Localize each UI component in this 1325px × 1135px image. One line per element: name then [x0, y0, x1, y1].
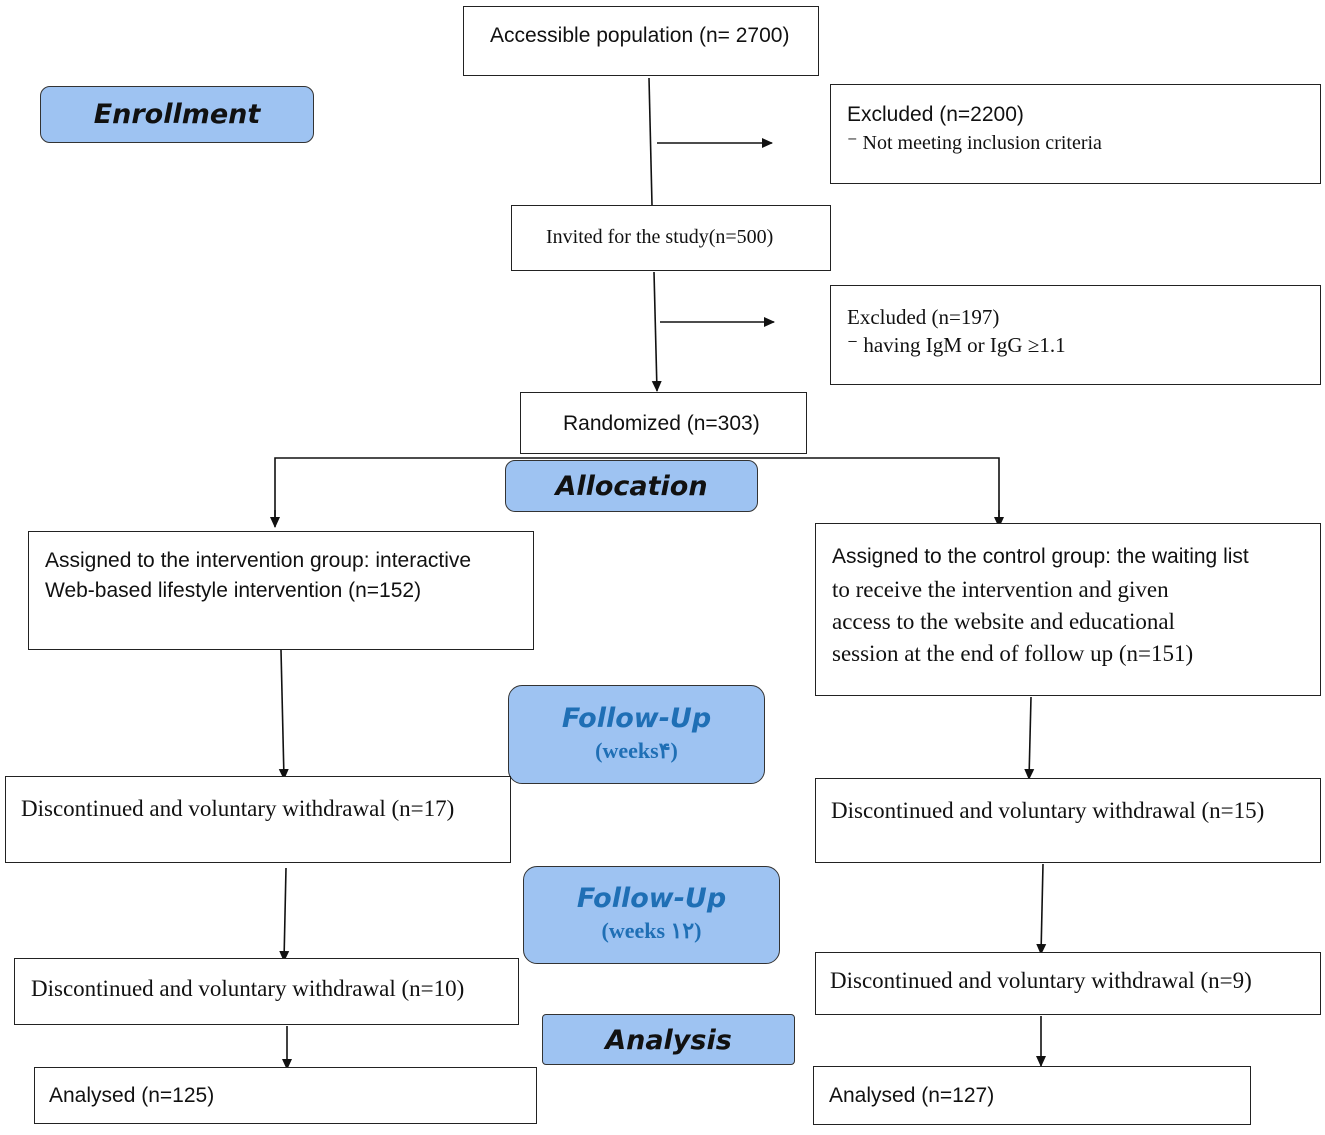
box-intervention-line-2: Web-based lifestyle intervention (n=152): [45, 579, 422, 602]
stage-allocation: Allocation: [505, 460, 758, 512]
box-left-withdrawal-1: Discontinued and voluntary withdrawal (n…: [5, 776, 511, 863]
box-right-withdrawal-2-text: Discontinued and voluntary withdrawal (n…: [830, 968, 1252, 993]
arrow-left-to-withdraw2: [279, 867, 290, 962]
box-control-line-2: to receive the intervention and given: [832, 577, 1169, 602]
box-randomized: Randomized (n=303): [520, 392, 807, 454]
box-left-withdrawal-2-text: Discontinued and voluntary withdrawal (n…: [31, 976, 465, 1001]
stage-followup-1-label: Follow-Up: [561, 703, 712, 734]
box-left-analysed: Analysed (n=125): [34, 1067, 537, 1124]
stage-followup-1: Follow-Up (weeks۴): [508, 685, 765, 784]
box-control-line-3: access to the website and educational: [832, 609, 1175, 634]
box-invited: Invited for the study(n=500): [511, 205, 831, 271]
box-right-withdrawal-2: Discontinued and voluntary withdrawal (n…: [815, 952, 1321, 1015]
arrow-right-to-withdraw2: [1036, 863, 1047, 955]
box-excluded-2-title: Excluded (n=197): [847, 305, 1000, 329]
box-control-line-1: Assigned to the control group: the waiti…: [832, 545, 1249, 568]
box-excluded-1: Excluded (n=2200) ⁻ Not meeting inclusio…: [830, 84, 1321, 184]
box-accessible-population-text: Accessible population (n= 2700): [490, 24, 790, 47]
arrow-invited-to-randomized: [651, 271, 662, 392]
box-accessible-population: Accessible population (n= 2700): [463, 6, 819, 76]
box-right-withdrawal-1: Discontinued and voluntary withdrawal (n…: [815, 778, 1321, 863]
stage-analysis-label: Analysis: [605, 1025, 732, 1056]
arrow-accessible-to-invited: [648, 77, 653, 206]
box-right-withdrawal-1-text: Discontinued and voluntary withdrawal (n…: [831, 798, 1265, 823]
box-excluded-1-reason: ⁻ Not meeting inclusion criteria: [847, 132, 1102, 154]
box-intervention-line-1: Assigned to the intervention group: inte…: [45, 549, 472, 572]
stage-allocation-label: Allocation: [555, 471, 708, 502]
box-left-withdrawal-2: Discontinued and voluntary withdrawal (n…: [14, 958, 519, 1025]
box-right-analysed-text: Analysed (n=127): [829, 1084, 995, 1107]
box-invited-text: Invited for the study(n=500): [546, 226, 774, 248]
box-control-line-4: session at the end of follow up (n=151): [832, 641, 1194, 666]
box-left-analysed-text: Analysed (n=125): [49, 1084, 215, 1107]
box-excluded-2: Excluded (n=197) ⁻ having IgM or IgG ≥1.…: [830, 285, 1321, 385]
box-randomized-text: Randomized (n=303): [563, 412, 760, 435]
stage-enrollment: Enrollment: [40, 86, 314, 143]
box-intervention-group: Assigned to the intervention group: inte…: [28, 531, 534, 650]
box-right-analysed: Analysed (n=127): [813, 1066, 1251, 1125]
stage-followup-2: Follow-Up (weeks ۱۲): [523, 866, 780, 964]
stage-followup-2-sub: (weeks ۱۲): [601, 918, 702, 943]
stage-analysis: Analysis: [542, 1014, 795, 1065]
stage-followup-2-label: Follow-Up: [576, 883, 727, 914]
stage-followup-1-sub: (weeks۴): [595, 738, 678, 763]
allocation-split-line: [274, 457, 1000, 525]
stage-enrollment-label: Enrollment: [93, 99, 261, 130]
box-excluded-1-title: Excluded (n=2200): [847, 103, 1024, 126]
arrow-left-to-withdraw1: [278, 649, 289, 780]
box-left-withdrawal-1-text: Discontinued and voluntary withdrawal (n…: [21, 796, 455, 821]
box-control-group: Assigned to the control group: the waiti…: [815, 523, 1321, 696]
box-excluded-2-reason: ⁻ having IgM or IgG ≥1.1: [847, 333, 1066, 357]
arrow-right-to-withdraw1: [1024, 696, 1035, 780]
